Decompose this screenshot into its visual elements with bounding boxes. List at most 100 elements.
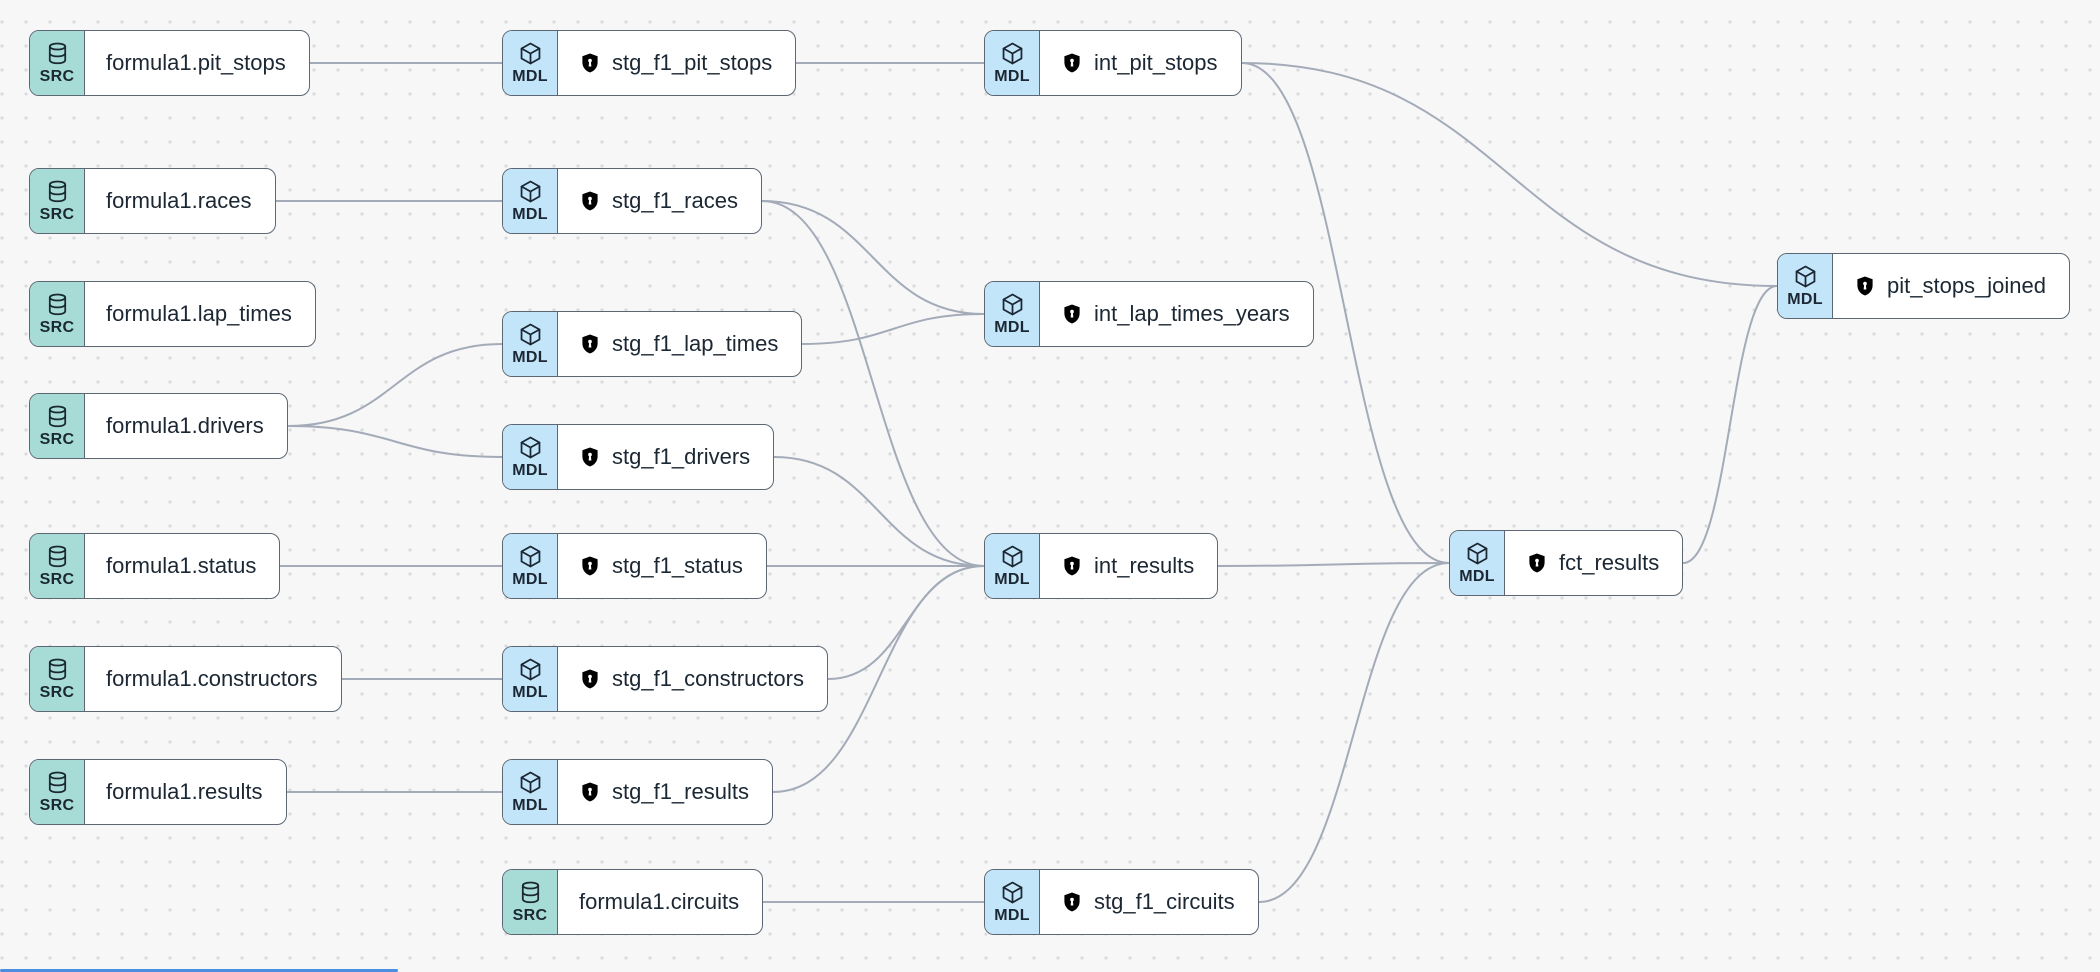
cube-icon bbox=[518, 435, 543, 460]
node-stg-f1-constructors[interactable]: MDL stg_f1_constructors bbox=[502, 646, 828, 712]
node-fct-results[interactable]: MDL fct_results bbox=[1449, 530, 1684, 596]
node-label: formula1.status bbox=[106, 553, 257, 578]
node-body: stg_f1_pit_stops bbox=[558, 31, 795, 95]
node-type-label: SRC bbox=[39, 68, 75, 85]
node-type-badge: MDL bbox=[503, 425, 558, 489]
node-type-badge: MDL bbox=[1778, 254, 1833, 318]
edge-src_drivers-stg_lap_times bbox=[287, 343, 503, 427]
node-stg-f1-pit-stops[interactable]: MDL stg_f1_pit_stops bbox=[502, 30, 797, 96]
shield-lock-icon bbox=[1854, 275, 1876, 297]
edge-stg_results-int_results bbox=[772, 565, 985, 793]
shield-lock-icon bbox=[579, 668, 601, 690]
node-type-label: SRC bbox=[39, 319, 75, 336]
shield-lock-icon bbox=[1061, 891, 1083, 913]
node-label: int_pit_stops bbox=[1094, 50, 1218, 75]
edge-int_pit_stops-fct_results bbox=[1241, 62, 1450, 564]
node-formula1-races[interactable]: SRC formula1.races bbox=[29, 168, 276, 234]
node-label: stg_f1_constructors bbox=[612, 666, 804, 691]
node-label: int_lap_times_years bbox=[1094, 301, 1290, 326]
node-label: stg_f1_drivers bbox=[612, 444, 751, 469]
cube-icon bbox=[1000, 880, 1025, 905]
cube-icon bbox=[518, 657, 543, 682]
cube-icon bbox=[1465, 541, 1490, 566]
node-body: int_pit_stops bbox=[1040, 31, 1241, 95]
node-label: stg_f1_results bbox=[612, 779, 749, 804]
node-body: stg_f1_status bbox=[558, 534, 766, 598]
node-type-badge: MDL bbox=[503, 312, 558, 376]
cube-icon bbox=[518, 41, 543, 66]
horizontal-scrollbar-thumb[interactable] bbox=[0, 969, 398, 972]
shield-lock-icon bbox=[579, 190, 601, 212]
database-icon bbox=[45, 179, 70, 204]
node-stg-f1-races[interactable]: MDL stg_f1_races bbox=[502, 168, 762, 234]
node-stg-f1-status[interactable]: MDL stg_f1_status bbox=[502, 533, 767, 599]
node-formula1-constructors[interactable]: SRC formula1.constructors bbox=[29, 646, 342, 712]
node-type-badge: SRC bbox=[30, 534, 85, 598]
cube-icon bbox=[518, 179, 543, 204]
node-type-label: SRC bbox=[39, 431, 75, 448]
shield-lock-icon bbox=[1061, 52, 1083, 74]
cube-icon bbox=[1000, 544, 1025, 569]
shield-lock-icon bbox=[579, 52, 601, 74]
node-body: int_results bbox=[1040, 534, 1217, 598]
node-type-label: MDL bbox=[994, 68, 1030, 85]
node-type-label: MDL bbox=[512, 684, 548, 701]
node-body: formula1.races bbox=[85, 169, 275, 233]
node-label: formula1.drivers bbox=[106, 413, 264, 438]
edge-int_results-fct_results bbox=[1217, 562, 1450, 567]
node-stg-f1-results[interactable]: MDL stg_f1_results bbox=[502, 759, 773, 825]
edge-stg_lap_times-int_lap_times_years bbox=[801, 313, 985, 345]
cube-icon bbox=[518, 770, 543, 795]
database-icon bbox=[45, 544, 70, 569]
node-body: formula1.results bbox=[85, 760, 286, 824]
node-type-badge: MDL bbox=[985, 870, 1040, 934]
node-type-badge: MDL bbox=[503, 534, 558, 598]
node-pit-stops-joined[interactable]: MDL pit_stops_joined bbox=[1777, 253, 2071, 319]
node-type-label: MDL bbox=[994, 907, 1030, 924]
edge-stg_circuits-fct_results bbox=[1258, 562, 1450, 903]
shield-lock-icon bbox=[1526, 552, 1548, 574]
node-type-label: SRC bbox=[512, 907, 548, 924]
node-type-label: MDL bbox=[512, 206, 548, 223]
node-type-badge: SRC bbox=[30, 760, 85, 824]
node-formula1-circuits[interactable]: SRC formula1.circuits bbox=[502, 869, 764, 935]
node-label: fct_results bbox=[1559, 550, 1660, 575]
cube-icon bbox=[518, 322, 543, 347]
node-formula1-pit-stops[interactable]: SRC formula1.pit_stops bbox=[29, 30, 310, 96]
node-label: pit_stops_joined bbox=[1887, 273, 2047, 298]
node-type-label: MDL bbox=[994, 319, 1030, 336]
database-icon bbox=[45, 41, 70, 66]
node-type-label: SRC bbox=[39, 797, 75, 814]
node-formula1-results[interactable]: SRC formula1.results bbox=[29, 759, 287, 825]
node-stg-f1-circuits[interactable]: MDL stg_f1_circuits bbox=[984, 869, 1259, 935]
cube-icon bbox=[1793, 264, 1818, 289]
node-type-badge: MDL bbox=[985, 31, 1040, 95]
node-int-results[interactable]: MDL int_results bbox=[984, 533, 1219, 599]
node-label: stg_f1_status bbox=[612, 553, 743, 578]
node-body: formula1.circuits bbox=[558, 870, 762, 934]
node-formula1-lap-times[interactable]: SRC formula1.lap_times bbox=[29, 281, 316, 347]
node-type-label: MDL bbox=[994, 571, 1030, 588]
node-body: formula1.pit_stops bbox=[85, 31, 309, 95]
shield-lock-icon bbox=[579, 555, 601, 577]
node-label: stg_f1_races bbox=[612, 188, 738, 213]
node-type-badge: MDL bbox=[985, 282, 1040, 346]
node-label: int_results bbox=[1094, 553, 1195, 578]
node-body: pit_stops_joined bbox=[1833, 254, 2069, 318]
node-formula1-drivers[interactable]: SRC formula1.drivers bbox=[29, 393, 288, 459]
node-formula1-status[interactable]: SRC formula1.status bbox=[29, 533, 281, 599]
node-type-badge: SRC bbox=[30, 282, 85, 346]
node-label: formula1.circuits bbox=[579, 889, 740, 914]
node-stg-f1-lap-times[interactable]: MDL stg_f1_lap_times bbox=[502, 311, 803, 377]
node-int-pit-stops[interactable]: MDL int_pit_stops bbox=[984, 30, 1242, 96]
node-body: formula1.drivers bbox=[85, 394, 287, 458]
node-body: stg_f1_drivers bbox=[558, 425, 773, 489]
node-type-label: MDL bbox=[512, 462, 548, 479]
node-int-lap-times-years[interactable]: MDL int_lap_times_years bbox=[984, 281, 1314, 347]
shield-lock-icon bbox=[579, 446, 601, 468]
node-stg-f1-drivers[interactable]: MDL stg_f1_drivers bbox=[502, 424, 775, 490]
node-label: formula1.results bbox=[106, 779, 263, 804]
node-type-badge: MDL bbox=[985, 534, 1040, 598]
